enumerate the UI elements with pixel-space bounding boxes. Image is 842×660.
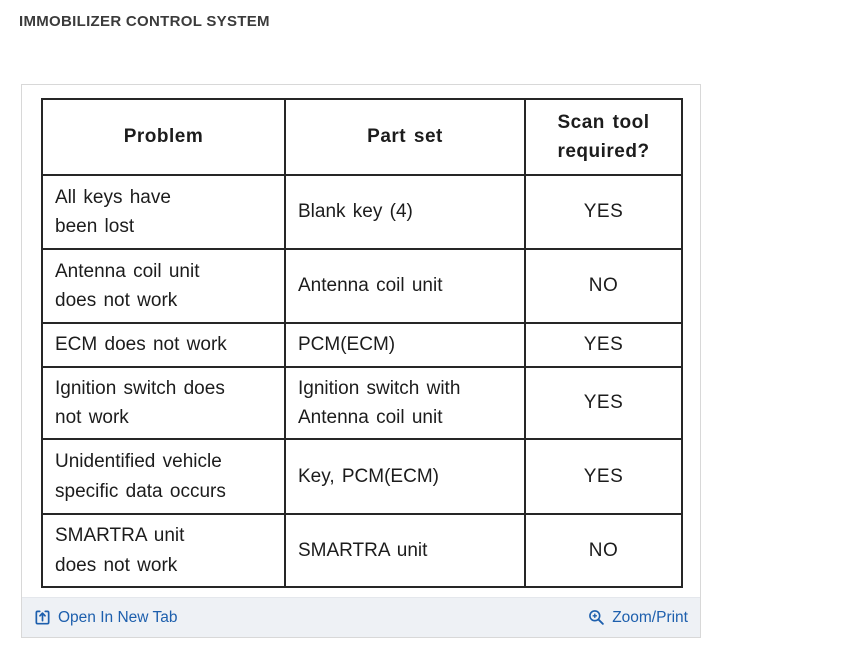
col-header-scan-tool: Scan tool required? [524,98,683,176]
open-in-new-tab-link[interactable]: Open In New Tab [34,609,177,627]
problem-cell: Unidentified vehicle specific data occur… [41,438,286,515]
scan-tool-cell: YES [524,174,683,250]
magnifier-plus-icon [588,609,605,626]
part-set-cell: Blank key (4) [284,174,526,250]
col-header-part-set: Part set [284,98,526,176]
scan-tool-cell: YES [524,322,683,368]
problem-cell: ECM does not work [41,322,286,368]
document-viewer-panel: Problem Part set Scan tool required? All… [21,84,701,638]
part-set-cell: Ignition switch with Antenna coil unit [284,366,526,440]
col-header-problem: Problem [41,98,286,176]
scan-tool-cell: YES [524,366,683,440]
part-set-cell: SMARTRA unit [284,513,526,588]
box-arrow-up-icon [34,609,51,626]
table-row: SMARTRA unit does not work SMARTRA unit … [41,513,683,588]
viewer-toolbar: Open In New Tab Zoom/Print [22,597,700,637]
page-title: IMMOBILIZER CONTROL SYSTEM [19,13,270,30]
table-row: All keys have been lost Blank key (4) YE… [41,174,683,250]
problem-cell: All keys have been lost [41,174,286,250]
table-row: ECM does not work PCM(ECM) YES [41,322,683,368]
zoom-print-link[interactable]: Zoom/Print [588,609,688,627]
table-row: Ignition switch does not work Ignition s… [41,366,683,440]
scanned-table-image: Problem Part set Scan tool required? All… [22,85,700,597]
problem-cell: Antenna coil unit does not work [41,248,286,324]
part-set-cell: PCM(ECM) [284,322,526,368]
problem-cell: Ignition switch does not work [41,366,286,440]
scan-tool-cell: YES [524,438,683,515]
scan-tool-cell: NO [524,513,683,588]
part-set-cell: Key, PCM(ECM) [284,438,526,515]
immobilizer-troubleshooting-table: Problem Part set Scan tool required? All… [41,98,683,588]
open-in-new-tab-label: Open In New Tab [58,608,178,626]
part-set-cell: Antenna coil unit [284,248,526,324]
table-header-row: Problem Part set Scan tool required? [41,98,683,176]
scan-tool-cell: NO [524,248,683,324]
table-row: Unidentified vehicle specific data occur… [41,438,683,515]
zoom-print-label: Zoom/Print [612,608,688,626]
table-row: Antenna coil unit does not work Antenna … [41,248,683,324]
problem-cell: SMARTRA unit does not work [41,513,286,588]
